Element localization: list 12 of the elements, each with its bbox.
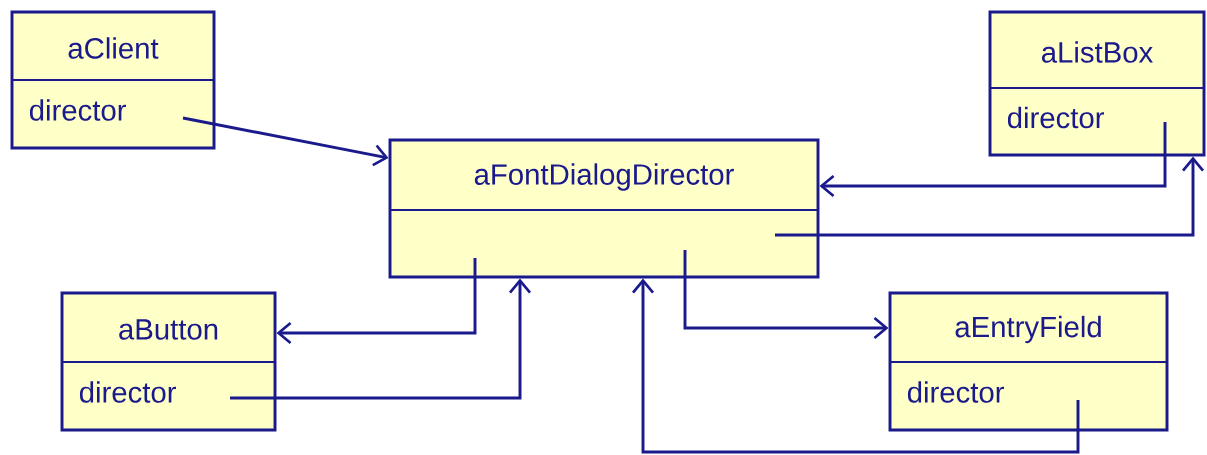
object-box: aClient director bbox=[10, 10, 216, 150]
arrow bbox=[276, 258, 477, 345]
object-box: aEntryField director bbox=[888, 291, 1169, 432]
arrow bbox=[230, 278, 532, 400]
object-box: aButton director bbox=[60, 291, 277, 432]
arrow bbox=[819, 122, 1167, 198]
object-box: aListBox director bbox=[988, 10, 1206, 157]
arrow bbox=[632, 278, 1080, 454]
object-box: aFontDialogDirector bbox=[388, 138, 820, 279]
arrow bbox=[775, 156, 1205, 237]
arrow bbox=[683, 250, 889, 340]
arrow bbox=[182, 116, 389, 167]
